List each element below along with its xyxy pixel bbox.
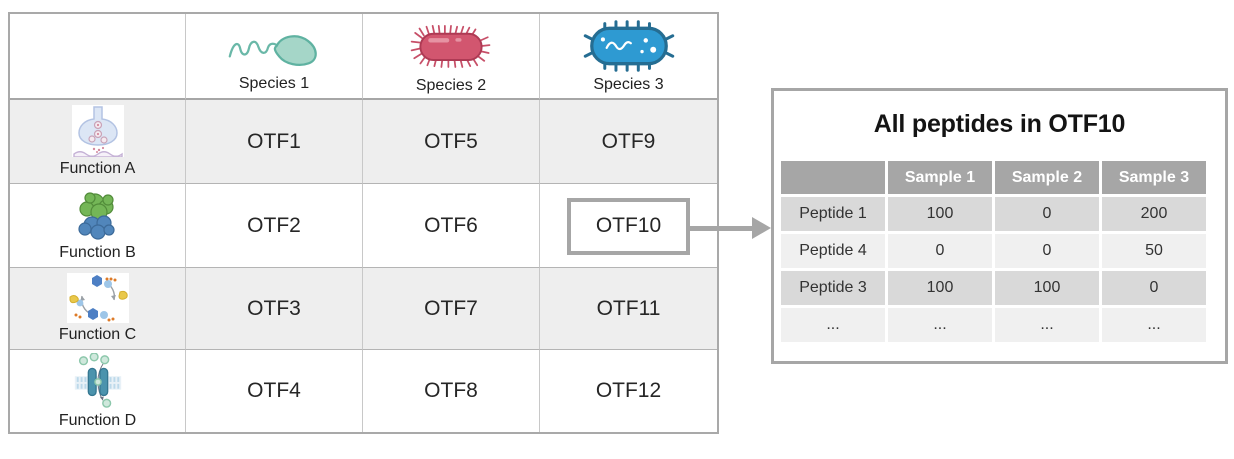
function-a-icon	[71, 105, 124, 157]
peptide-table-cell: 0	[888, 234, 992, 268]
species1-icon	[223, 20, 325, 72]
species-column-header-1: Species 1	[186, 14, 363, 100]
species-label: Species 1	[238, 74, 310, 92]
function-row-header-d: Function D	[10, 350, 186, 432]
matrix-cell: OTF6	[363, 184, 540, 268]
function-label: Function B	[59, 244, 136, 261]
peptide-table-cell: 0	[995, 197, 1099, 231]
corner-cell	[10, 14, 186, 100]
otf-value: OTF12	[595, 379, 662, 402]
peptide-table-cell: 200	[1102, 197, 1206, 231]
function-label: Function C	[58, 326, 137, 343]
peptides-detail-panel: All peptides in OTF10 Sample 1 Sample 2 …	[771, 88, 1228, 364]
peptide-table-cell: ...	[995, 308, 1099, 342]
peptide-table-cell: 50	[1102, 234, 1206, 268]
otf-value: OTF3	[247, 296, 301, 320]
function-label: Function D	[58, 411, 137, 429]
matrix-cell-highlighted: OTF10	[540, 184, 717, 268]
function-c-icon	[66, 273, 129, 323]
otf-value: OTF4	[247, 379, 301, 402]
panel-title: All peptides in OTF10	[873, 110, 1126, 138]
peptide-table-cell: ...	[888, 308, 992, 342]
otf-value: OTF6	[424, 213, 478, 237]
peptide-table-cell: 100	[995, 271, 1099, 305]
otf-value: OTF5	[424, 129, 478, 153]
species-column-header-3: Species 3	[540, 14, 717, 100]
matrix-cell: OTF4	[186, 350, 363, 432]
peptides-table: Sample 1 Sample 2 Sample 3 Peptide 1 100…	[781, 161, 1225, 342]
function-row-header-b: Function B	[10, 184, 186, 268]
peptide-row-label: Peptide 3	[781, 271, 885, 305]
otf-value: OTF8	[424, 379, 478, 402]
peptide-row-label: Peptide 1	[781, 197, 885, 231]
matrix-cell: OTF8	[363, 350, 540, 432]
peptide-table-cell: 100	[888, 197, 992, 231]
matrix-cell: OTF12	[540, 350, 717, 432]
otf-value: OTF2	[247, 213, 301, 237]
connector-arrow-line	[690, 226, 754, 231]
peptide-table-header: Sample 3	[1102, 161, 1206, 194]
otf-value: OTF1	[247, 129, 301, 153]
peptide-table-cell: 0	[995, 234, 1099, 268]
matrix-cell: OTF7	[363, 268, 540, 350]
species-column-header-2: Species 2	[363, 14, 540, 100]
matrix-cell: OTF2	[186, 184, 363, 268]
function-row-header-c: Function C	[10, 268, 186, 350]
function-d-icon	[74, 352, 122, 409]
connector-arrow-head	[752, 217, 771, 239]
matrix-cell: OTF1	[186, 100, 363, 184]
species3-icon	[579, 19, 679, 73]
species-label: Species 2	[415, 76, 487, 94]
otf-value: OTF11	[596, 296, 661, 320]
function-row-header-a: Function A	[10, 100, 186, 184]
matrix-cell: OTF11	[540, 268, 717, 350]
peptide-table-cell: 0	[1102, 271, 1206, 305]
species-label: Species 3	[593, 75, 664, 93]
matrix-cell: OTF3	[186, 268, 363, 350]
peptide-row-label: ...	[781, 308, 885, 342]
matrix-cell: OTF5	[363, 100, 540, 184]
peptide-table-cell: 100	[888, 271, 992, 305]
otf-matrix-table: Species 1	[8, 12, 719, 434]
peptide-table-header: Sample 1	[888, 161, 992, 194]
matrix-cell: OTF9	[540, 100, 717, 184]
species2-icon	[401, 18, 501, 74]
otf-value: OTF10	[595, 213, 662, 237]
peptide-table-cell: ...	[1102, 308, 1206, 342]
function-b-icon	[70, 189, 126, 241]
function-label: Function A	[59, 160, 136, 177]
otf10-highlight-box	[567, 198, 690, 255]
peptide-table-corner	[781, 161, 885, 194]
peptide-row-label: Peptide 4	[781, 234, 885, 268]
peptide-table-header: Sample 2	[995, 161, 1099, 194]
otf-value: OTF7	[424, 296, 478, 320]
otf-value: OTF9	[601, 129, 656, 153]
